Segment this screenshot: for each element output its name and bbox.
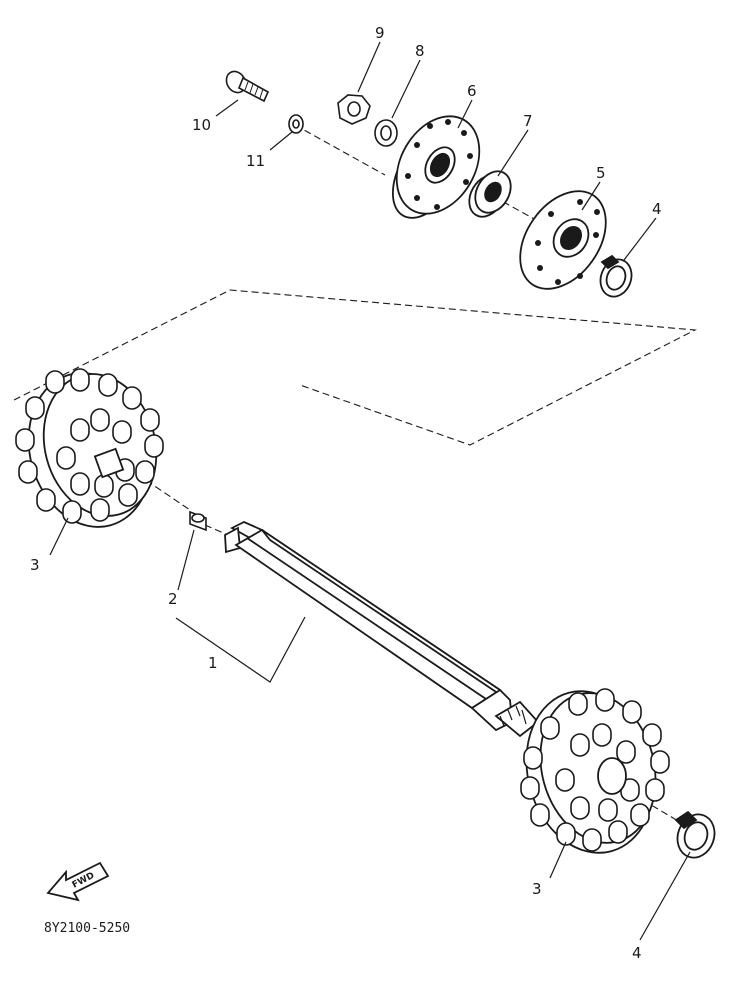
callout-9: 9 — [375, 24, 385, 42]
nut — [337, 94, 371, 125]
callout-5: 5 — [596, 164, 606, 182]
washer — [374, 119, 398, 147]
callout-4-top: 4 — [652, 200, 662, 218]
callout-8: 8 — [415, 42, 425, 60]
flange-outer — [519, 190, 607, 290]
callout-3-right: 3 — [532, 880, 542, 898]
part-code: 8Y2100-5250 — [44, 921, 130, 936]
clamp-top — [599, 254, 633, 298]
callout-4-bottom: 4 — [632, 944, 642, 962]
sprocket-right — [520, 688, 670, 854]
callout-2: 2 — [168, 590, 178, 608]
collar — [288, 114, 304, 134]
shaft — [224, 521, 540, 738]
leader-lines — [49, 41, 691, 941]
bolt — [225, 70, 270, 103]
clamp-bottom — [674, 810, 716, 859]
sprocket-left — [15, 368, 164, 528]
callouts: 9 8 6 7 5 4 10 11 3 2 1 3 4 — [30, 24, 662, 962]
fwd-arrow-icon: FWD — [46, 861, 110, 902]
callout-6: 6 — [467, 82, 477, 100]
key — [189, 510, 207, 532]
callout-11: 11 — [246, 152, 265, 170]
callout-7: 7 — [523, 112, 533, 130]
flange-inner — [391, 115, 481, 219]
bearing — [468, 170, 512, 218]
callout-3-left: 3 — [30, 556, 40, 574]
callout-1: 1 — [208, 654, 218, 672]
callout-10: 10 — [192, 116, 211, 134]
